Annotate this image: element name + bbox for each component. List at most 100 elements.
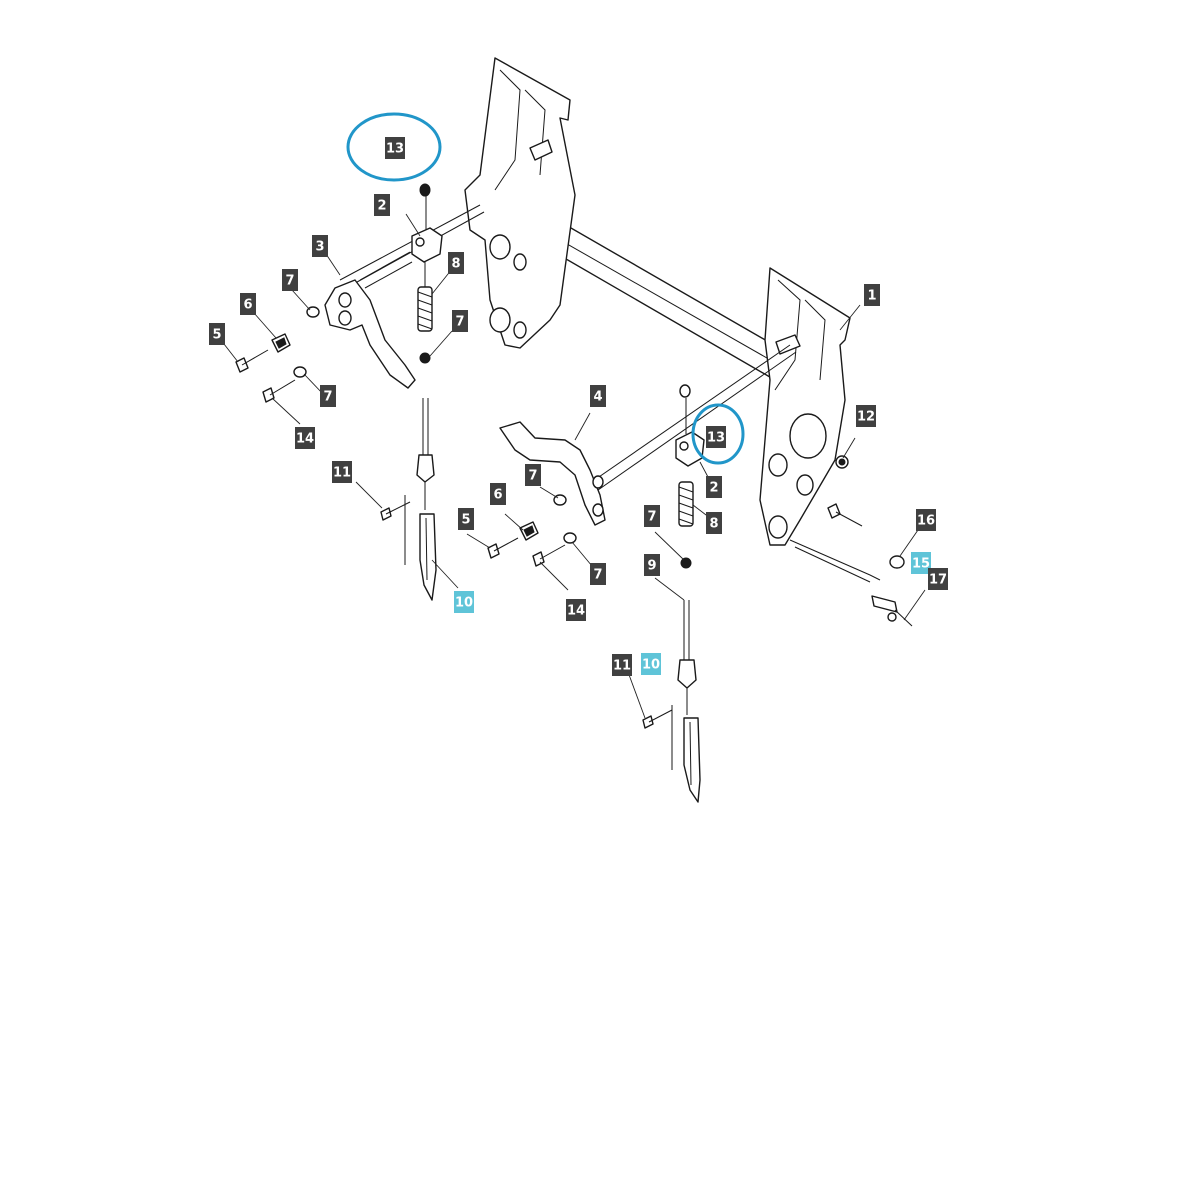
callout-number: 10 xyxy=(455,596,473,611)
callout-box xyxy=(312,235,328,257)
callout-part-2: 2 xyxy=(706,476,722,498)
callout-part-3: 3 xyxy=(312,235,328,257)
callout-number: 6 xyxy=(493,488,502,503)
callout-number: 17 xyxy=(929,573,947,588)
callout-number: 7 xyxy=(528,469,537,484)
callout-box xyxy=(282,269,298,291)
left-tine-part-10 xyxy=(404,495,437,601)
callout-number: 16 xyxy=(917,514,935,529)
callout-part-7: 7 xyxy=(590,563,606,585)
right-bracket-part-2 xyxy=(675,384,705,467)
callout-box xyxy=(590,385,606,407)
callout-part-15: 15 xyxy=(911,552,931,574)
callout-box xyxy=(590,563,606,585)
callout-box xyxy=(209,323,225,345)
callout-number: 2 xyxy=(709,481,718,496)
callout-box xyxy=(644,505,660,527)
callout-part-17: 17 xyxy=(928,568,948,590)
callout-number: 6 xyxy=(243,298,252,313)
callout-part-7: 7 xyxy=(525,464,541,486)
callout-part-1: 1 xyxy=(864,284,880,306)
callout-box xyxy=(240,293,256,315)
callout-box xyxy=(566,599,586,621)
right-lift-arm-part-4 xyxy=(499,421,606,526)
callout-box xyxy=(706,512,722,534)
highlight-ring-part-13-mid xyxy=(691,403,745,465)
callout-part-16: 16 xyxy=(916,509,936,531)
callout-number: 5 xyxy=(461,513,470,528)
callout-box xyxy=(641,653,661,675)
callout-number: 11 xyxy=(613,659,631,674)
callout-box xyxy=(525,464,541,486)
callout-number: 4 xyxy=(593,390,602,405)
callout-part-2: 2 xyxy=(374,194,390,216)
callout-part-5: 5 xyxy=(209,323,225,345)
callout-number: 7 xyxy=(285,274,294,289)
left-spring-part-8 xyxy=(417,262,433,364)
callout-box xyxy=(911,552,931,574)
callout-part-13: 13 xyxy=(385,137,405,159)
callout-part-14: 14 xyxy=(295,427,315,449)
right-spring-part-8 xyxy=(678,481,694,569)
callout-part-5: 5 xyxy=(458,508,474,530)
callout-number: 1 xyxy=(867,289,876,304)
callout-part-8: 8 xyxy=(448,252,464,274)
callout-part-9: 9 xyxy=(644,554,660,576)
callout-box xyxy=(320,385,336,407)
callout-number: 7 xyxy=(455,315,464,330)
callout-number: 10 xyxy=(642,658,660,673)
callout-box xyxy=(706,476,722,498)
callout-box xyxy=(454,591,474,613)
callout-number: 11 xyxy=(333,466,351,481)
callout-box xyxy=(458,508,474,530)
callout-box xyxy=(448,252,464,274)
callout-number: 8 xyxy=(451,257,460,272)
callout-part-8: 8 xyxy=(706,512,722,534)
callout-part-4: 4 xyxy=(590,385,606,407)
left-lift-arm-part-3 xyxy=(324,251,416,389)
callout-box xyxy=(332,461,352,483)
callout-number: 7 xyxy=(647,510,656,525)
callout-number: 9 xyxy=(647,559,656,574)
callout-number: 7 xyxy=(323,390,332,405)
callout-number: 7 xyxy=(593,568,602,583)
left-bracket-part-2 xyxy=(411,183,443,263)
right-tine-part-10 xyxy=(671,705,701,803)
callout-box xyxy=(490,483,506,505)
callout-number: 8 xyxy=(709,517,718,532)
callout-number: 14 xyxy=(567,604,585,619)
callout-box xyxy=(864,284,880,306)
right-lower-rod xyxy=(677,600,697,715)
callout-number: 13 xyxy=(386,142,404,157)
callout-part-6: 6 xyxy=(490,483,506,505)
callout-number: 3 xyxy=(315,240,324,255)
frame-assembly-part-1 xyxy=(464,57,851,546)
callout-part-7: 7 xyxy=(644,505,660,527)
callout-part-6: 6 xyxy=(240,293,256,315)
callout-box xyxy=(706,426,726,448)
leader-lines xyxy=(223,213,926,719)
highlight-ring-part-13-top xyxy=(346,112,442,182)
callout-part-7: 7 xyxy=(320,385,336,407)
callout-box xyxy=(295,427,315,449)
left-lower-rod xyxy=(416,398,435,510)
callout-box xyxy=(374,194,390,216)
callout-number: 2 xyxy=(377,199,386,214)
callout-box xyxy=(916,509,936,531)
callout-box xyxy=(612,654,632,676)
callout-part-11: 11 xyxy=(612,654,632,676)
callout-part-7: 7 xyxy=(282,269,298,291)
callout-box xyxy=(385,137,405,159)
callout-number: 12 xyxy=(857,410,875,425)
callout-box xyxy=(644,554,660,576)
callout-part-10: 10 xyxy=(641,653,661,675)
callout-number: 5 xyxy=(212,328,221,343)
callout-number: 13 xyxy=(707,431,725,446)
callout-part-12: 12 xyxy=(856,405,876,427)
callout-box xyxy=(452,310,468,332)
callout-part-14: 14 xyxy=(566,599,586,621)
callout-part-11: 11 xyxy=(332,461,352,483)
callout-part-10: 10 xyxy=(454,591,474,613)
